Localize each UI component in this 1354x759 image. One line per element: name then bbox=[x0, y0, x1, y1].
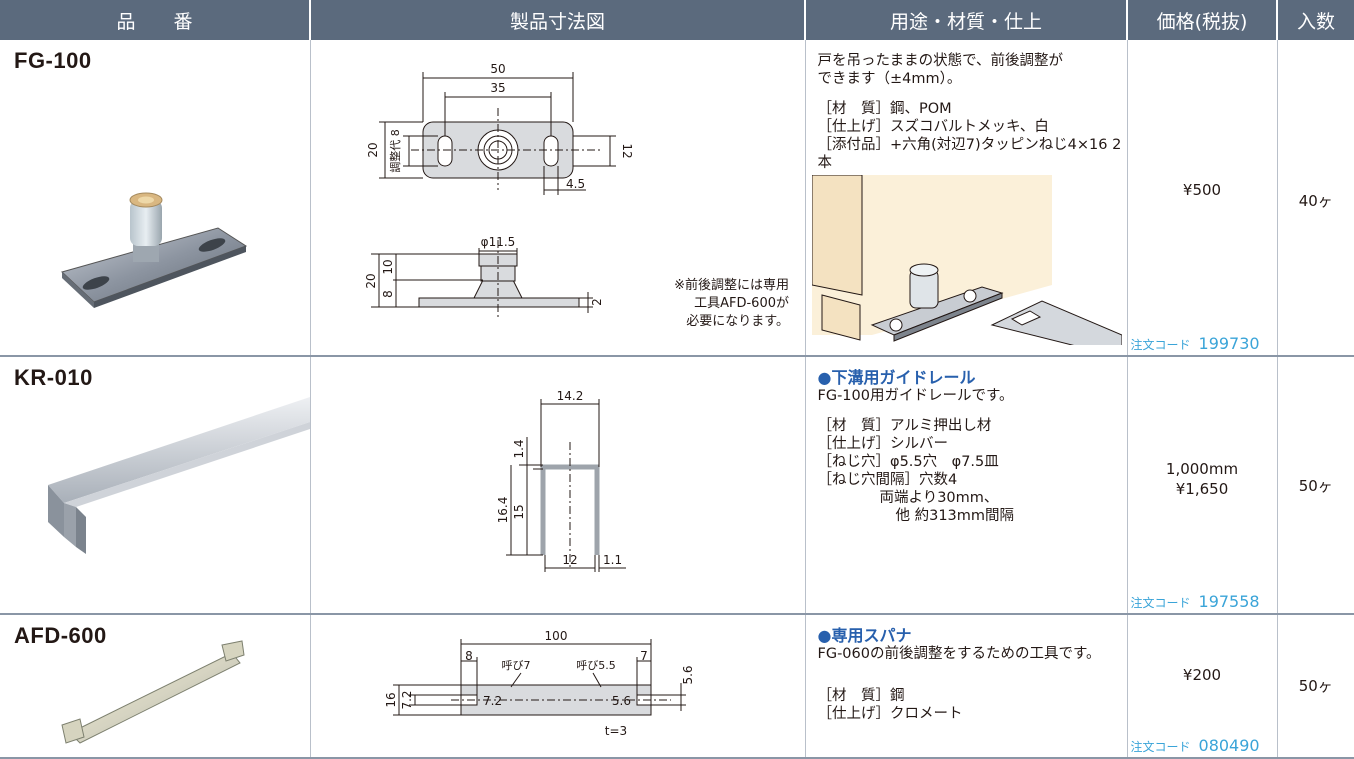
qty-cell: 50ヶ bbox=[1277, 614, 1354, 758]
header-qty: 入数 bbox=[1277, 0, 1354, 40]
afd600-dimension-drawing: 100 8 7 呼び7 呼び5.5 7.2 5.6 16 7.2 5.6 t=3 bbox=[311, 615, 806, 753]
dim-opening-7: 7.2 bbox=[483, 694, 502, 708]
dim-base-height: 8 bbox=[381, 290, 395, 298]
dim-slot: 12 bbox=[620, 143, 634, 158]
price-value: ¥1,650 bbox=[1128, 479, 1277, 499]
drawing-cell: 14.2 1.4 16.4 15 12 1.1 bbox=[310, 356, 805, 614]
dim-slot-55: 5.6 bbox=[681, 665, 695, 684]
price-value: ¥200 bbox=[1128, 665, 1277, 685]
order-label: 注文コード bbox=[1131, 740, 1191, 754]
dim-height: 16.4 bbox=[496, 497, 510, 524]
price-cell: ¥500 注文コード 199730 bbox=[1127, 40, 1277, 356]
drawing-cell: 50 35 20 調整代 8 12 4.5 φ11.5 20 10 8 2 ※前… bbox=[310, 40, 805, 356]
dim-total-height: 20 bbox=[364, 273, 378, 288]
use-cell: ●専用スパナ FG-060の前後調整をするための工具です。 ［材 質］鋼 ［仕上… bbox=[805, 614, 1127, 758]
qty-value: 50ヶ bbox=[1278, 675, 1354, 696]
spacing-text: ［ねじ穴間隔］穴数4 bbox=[818, 471, 1127, 489]
product-code: KR-010 bbox=[14, 365, 93, 391]
header-price: 価格(税抜) bbox=[1127, 0, 1277, 40]
product-cell: KR-010 bbox=[0, 356, 310, 614]
dim-slot-width: 4.5 bbox=[566, 177, 585, 191]
use-text-1: FG-100用ガイドレールです。 bbox=[818, 387, 1127, 405]
order-number: 197558 bbox=[1199, 592, 1260, 611]
dim-inner-height: 15 bbox=[512, 504, 526, 519]
label-size-55: 呼び5.5 bbox=[576, 659, 616, 672]
price-length: 1,000mm bbox=[1128, 459, 1277, 479]
kr010-dimension-drawing: 14.2 1.4 16.4 15 12 1.1 bbox=[311, 357, 806, 609]
installation-illustration bbox=[812, 175, 1122, 345]
table-row: KR-010 14.2 bbox=[0, 356, 1354, 614]
header-use: 用途・材質・仕上 bbox=[805, 0, 1127, 40]
dim-width: 50 bbox=[490, 62, 505, 76]
product-code: FG-100 bbox=[14, 48, 92, 74]
use-heading: ●専用スパナ bbox=[818, 627, 1127, 645]
product-cell: FG-100 bbox=[0, 40, 310, 356]
dim-length: 100 bbox=[544, 629, 567, 643]
kr010-photo bbox=[0, 357, 310, 609]
dim-end-left: 8 bbox=[465, 649, 473, 663]
qty-cell: 50ヶ bbox=[1277, 356, 1354, 614]
accessory-text: ［添付品］+六角(対辺7)タッピンねじ4×16 2本 bbox=[818, 136, 1127, 172]
material-text: ［材 質］鋼 bbox=[818, 687, 1127, 705]
finish-text: ［仕上げ］スズコバルトメッキ、白 bbox=[818, 118, 1127, 136]
price-value: ¥500 bbox=[1128, 180, 1277, 200]
material-text: ［材 質］鋼、POM bbox=[818, 100, 1127, 118]
header-row: 品 番 製品寸法図 用途・材質・仕上 価格(税抜) 入数 bbox=[0, 0, 1354, 40]
dim-width: 16 bbox=[384, 692, 398, 707]
order-label: 注文コード bbox=[1131, 596, 1191, 610]
qty-value: 50ヶ bbox=[1278, 475, 1354, 496]
material-text: ［材 質］アルミ押出し材 bbox=[818, 417, 1127, 435]
table-row: AFD-600 bbox=[0, 614, 1354, 758]
dim-hole-pitch: 35 bbox=[490, 81, 505, 95]
dim-end-right: 7 bbox=[640, 649, 648, 663]
hole-text: ［ねじ穴］φ5.5穴 φ7.5皿 bbox=[818, 453, 1127, 471]
table-row: FG-100 bbox=[0, 40, 1354, 356]
dim-roller-height: 10 bbox=[381, 259, 395, 274]
order-code: 注文コード 199730 bbox=[1131, 334, 1260, 353]
dim-width: 14.2 bbox=[556, 389, 583, 403]
use-text-2: できます（±4mm）。 bbox=[818, 70, 1127, 88]
spacing-text-2: 両端より30mm、 bbox=[818, 489, 1127, 507]
use-cell: ●下溝用ガイドレール FG-100用ガイドレールです。 ［材 質］アルミ押出し材… bbox=[805, 356, 1127, 614]
dim-adjust: 調整代 8 bbox=[388, 129, 402, 173]
product-code: AFD-600 bbox=[14, 623, 107, 649]
qty-cell: 40ヶ bbox=[1277, 40, 1354, 356]
product-cell: AFD-600 bbox=[0, 614, 310, 758]
dim-height: 20 bbox=[366, 142, 380, 157]
order-code: 注文コード 197558 bbox=[1131, 592, 1260, 611]
use-heading: ●下溝用ガイドレール bbox=[818, 369, 1127, 387]
dim-wall: 1.4 bbox=[512, 439, 526, 458]
fg100-dimension-drawing: 50 35 20 調整代 8 12 4.5 φ11.5 20 10 8 2 ※前… bbox=[311, 40, 806, 351]
dim-thickness: 1.1 bbox=[603, 553, 622, 567]
order-label: 注文コード bbox=[1131, 338, 1191, 352]
header-drawing: 製品寸法図 bbox=[310, 0, 805, 40]
price-cell: 1,000mm ¥1,650 注文コード 197558 bbox=[1127, 356, 1277, 614]
note-line-1: ※前後調整には専用 bbox=[674, 277, 789, 293]
use-text-1: 戸を吊ったままの状態で、前後調整が bbox=[818, 52, 1127, 70]
order-code: 注文コード 080490 bbox=[1131, 736, 1260, 755]
dim-inner-width: 12 bbox=[562, 553, 577, 567]
fg100-photo bbox=[0, 40, 310, 351]
order-number: 199730 bbox=[1199, 334, 1260, 353]
use-cell: 戸を吊ったままの状態で、前後調整が できます（±4mm）。 ［材 質］鋼、POM… bbox=[805, 40, 1127, 356]
spacing-text-3: 他 約313mm間隔 bbox=[818, 507, 1127, 525]
note-line-3: 必要になります。 bbox=[686, 314, 789, 329]
drawing-cell: 100 8 7 呼び7 呼び5.5 7.2 5.6 16 7.2 5.6 t=3 bbox=[310, 614, 805, 758]
order-number: 080490 bbox=[1199, 736, 1260, 755]
dim-plate-thickness: 2 bbox=[590, 298, 604, 306]
dim-opening-55: 5.6 bbox=[611, 694, 630, 708]
dim-thickness: t=3 bbox=[604, 724, 626, 738]
price-cell: ¥200 注文コード 080490 bbox=[1127, 614, 1277, 758]
dim-roller-dia: φ11.5 bbox=[480, 235, 515, 249]
header-code: 品 番 bbox=[0, 0, 310, 40]
finish-text: ［仕上げ］シルバー bbox=[818, 435, 1127, 453]
dim-slot-7: 7.2 bbox=[400, 690, 414, 709]
finish-text: ［仕上げ］クロメート bbox=[818, 705, 1127, 723]
use-text-1: FG-060の前後調整をするための工具です。 bbox=[818, 645, 1127, 663]
qty-value: 40ヶ bbox=[1278, 190, 1354, 211]
note-line-2: 工具AFD-600が bbox=[694, 296, 789, 311]
label-size-7: 呼び7 bbox=[501, 659, 530, 672]
